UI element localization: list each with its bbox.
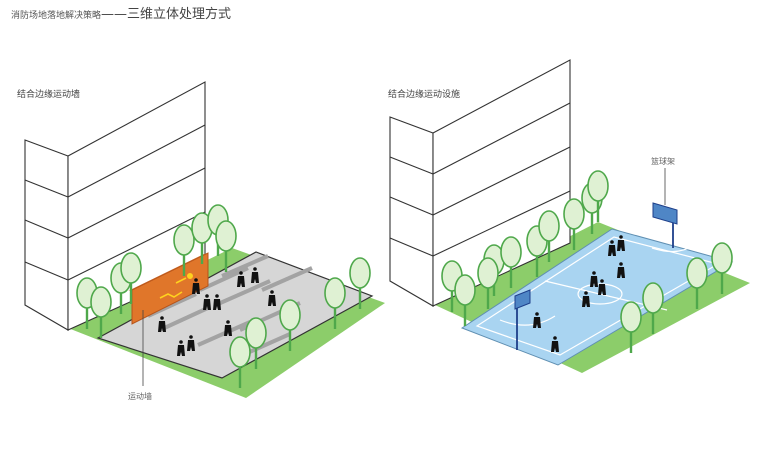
right-scene xyxy=(389,59,750,373)
left-scene xyxy=(24,81,385,398)
title-main: 三维立体处理方式 xyxy=(127,7,232,22)
left-building xyxy=(24,81,206,331)
sport-wall xyxy=(131,252,209,325)
title-prefix: 消防场地落地解决策略 xyxy=(11,11,102,21)
basketball-hoop-front xyxy=(514,289,531,350)
panel-label-sport-facility: 结合边缘运动设施 xyxy=(388,90,461,100)
callout-basketball-hoop: 篮球架 xyxy=(651,157,675,166)
sport-wall-graphics xyxy=(159,272,194,299)
page-title: 消防场地落地解决策略——三维立体处理方式 xyxy=(11,3,231,22)
title-separator: —— xyxy=(101,7,128,22)
sport-wall-top xyxy=(128,253,208,291)
callout-sport-wall: 运动墙 xyxy=(128,392,152,401)
basketball-hoop-back xyxy=(652,202,678,248)
panel-label-sport-wall: 结合边缘运动墙 xyxy=(17,90,81,100)
